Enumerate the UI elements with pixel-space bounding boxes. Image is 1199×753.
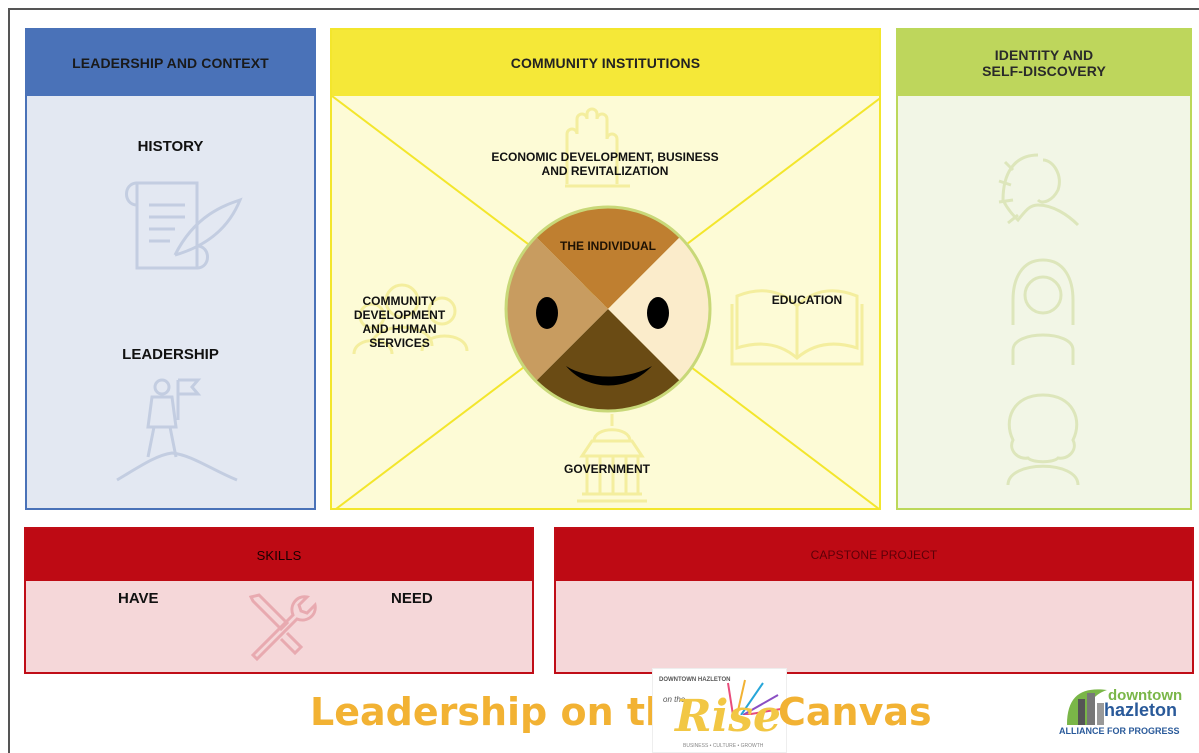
brand-hazleton: hazleton [1104,700,1178,720]
community-institutions-header: COMMUNITY INSTITUTIONS [332,30,879,96]
rise-logo-word: Rise [675,691,782,742]
need-label: NEED [391,590,433,607]
summit-flag-icon [116,378,238,482]
leadership-context-header: LEADERSHIP AND CONTEXT [27,30,314,96]
identity-header-line1: IDENTITY AND [994,47,1094,63]
capstone-header: CAPSTONE PROJECT [556,529,1192,581]
downtown-hazleton-logo: downtown hazleton ALLIANCE FOR PROGRESS [1052,683,1197,748]
scroll-quill-icon [125,181,243,270]
title-leadership-on-the: Leadership on the [310,690,698,734]
have-label: HAVE [118,590,159,607]
smile [566,366,652,386]
identity-header: IDENTITY AND SELF-DISCOVERY [898,30,1190,96]
community-development-line1: COMMUNITY [362,294,437,308]
community-development-line3: AND HUMAN [362,322,437,336]
individual-face [504,205,712,413]
economic-development-line1: ECONOMIC DEVELOPMENT, BUSINESS [491,150,719,164]
identity-figures-icon [998,153,1080,486]
buildings-icon [1067,689,1107,725]
identity-panel: IDENTITY AND SELF-DISCOVERY [896,28,1192,510]
skills-panel: SKILLS HAVE NEED [24,527,534,674]
brand-alliance: ALLIANCE FOR PROGRESS [1059,726,1180,736]
history-label: HISTORY [137,138,204,155]
education-label: EDUCATION [771,293,843,307]
community-development-label: COMMUNITY DEVELOPMENT AND HUMAN SERVICES [342,294,457,350]
leadership-label: LEADERSHIP [122,346,219,363]
community-development-line2: DEVELOPMENT [353,308,446,322]
tools-icon [248,593,317,662]
right-eye [647,297,669,329]
title-canvas: Canvas [778,690,932,734]
canvas-frame [8,8,1199,753]
left-eye [536,297,558,329]
brand-downtown: downtown [1108,687,1183,704]
rise-logo: DOWNTOWN HAZLETON on the Rise BUSINESS •… [652,668,787,753]
rise-logo-top-text: DOWNTOWN HAZLETON [659,677,731,683]
rise-logo-bottom-text: BUSINESS • CULTURE • GROWTH [683,743,764,749]
skills-header: SKILLS [26,529,532,581]
community-institutions-panel: COMMUNITY INSTITUTIONS ECONOMIC DEVELOPM… [330,28,881,510]
individual-label: THE INDIVIDUAL [560,239,656,253]
community-development-line4: SERVICES [369,336,430,350]
economic-development-label: ECONOMIC DEVELOPMENT, BUSINESS AND REVIT… [432,150,778,178]
identity-header-line2: SELF-DISCOVERY [982,63,1106,79]
capstone-panel: CAPSTONE PROJECT [554,527,1194,674]
leadership-context-panel: LEADERSHIP AND CONTEXT HISTORY LEADERSHI… [25,28,316,510]
rise-burst-icon [727,679,782,715]
economic-development-line2: AND REVITALIZATION [541,164,669,178]
rise-logo-on-text: on the [663,695,686,704]
government-label: GOVERNMENT [563,462,650,476]
